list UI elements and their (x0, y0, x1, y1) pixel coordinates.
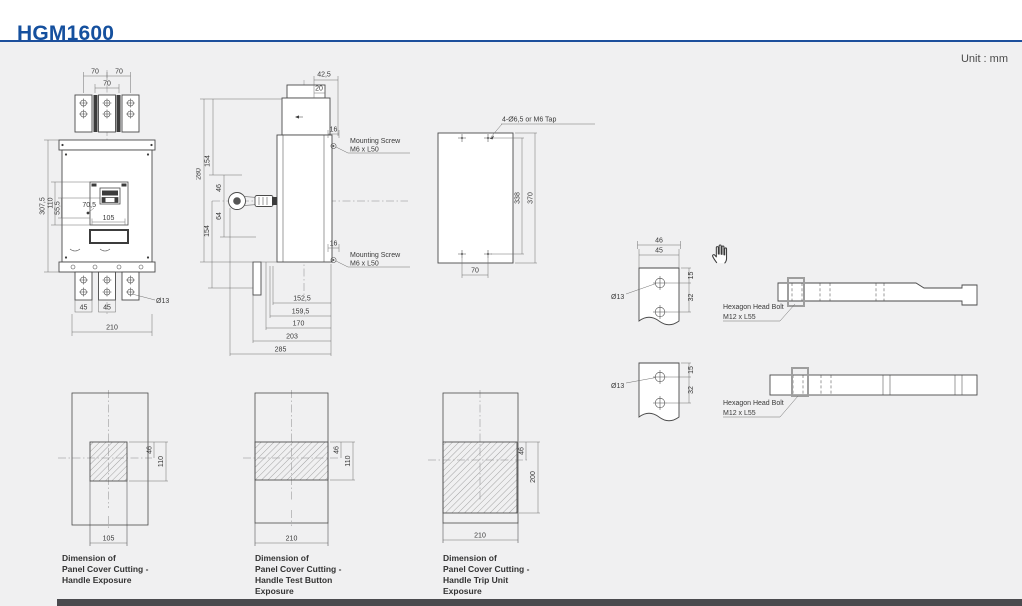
cutout-trip-unit-drawing: 46 200 210 (428, 390, 540, 543)
page-title: HGM1600 (17, 22, 115, 46)
dim-hole-offset: 15 (688, 272, 695, 280)
caption-test-button-exposure: Dimension of Panel Cover Cutting - Handl… (255, 553, 342, 596)
dim-handle-down: 64 (216, 212, 223, 220)
dim-case-width: 210 (106, 325, 118, 332)
dim-cut-height: 110 (158, 456, 165, 467)
front-body (58, 139, 156, 273)
dim-handle-center: 70,5 (82, 202, 96, 209)
dim-body-height: 280 (196, 168, 203, 180)
bottom-scrollbar[interactable] (57, 599, 1022, 606)
dim-hole-pitch: 32 (688, 386, 695, 394)
front-escutcheon (86, 181, 129, 244)
cutout-handle-drawing: 46 110 105 (58, 390, 168, 546)
dim-depth-2: 159,5 (292, 309, 310, 316)
dim-bracket-hole-dia: Ø13 (611, 294, 624, 301)
dim-cut-width: 210 (286, 536, 298, 543)
dim-cut-width: 210 (474, 533, 486, 540)
label-mounting-screw-bottom: Mounting Screw (350, 252, 401, 259)
side-view-drawing: 42,5 20 280 154 46 64 154 16 Mounting Sc… (196, 72, 410, 356)
header-divider (0, 40, 1022, 42)
side-body (252, 84, 333, 296)
dim-terminal-hole: Ø13 (156, 298, 169, 305)
dim-pole-pitch-left: 70 (91, 69, 99, 76)
dim-handle-step: 20 (315, 86, 323, 93)
dim-terminal-width-left: 45 (80, 305, 88, 312)
label-mounting-screw-bottom-spec: M6 x L50 (350, 261, 379, 268)
front-bottom-terminals (74, 271, 140, 301)
dim-center-offset: 46 (147, 446, 154, 454)
dim-escutcheon-width: 105 (103, 215, 115, 222)
caption-trip-unit-exposure: Dimension of Panel Cover Cutting - Handl… (443, 553, 530, 596)
panel-outline (437, 132, 514, 264)
dim-upper-height: 154 (205, 155, 212, 167)
dim-depth-3: 170 (293, 321, 305, 328)
dim-cut-height: 110 (345, 455, 352, 466)
dim-hole-pitch-h: 70 (471, 268, 479, 275)
label-hex-bolt-spec: M12 x L55 (723, 314, 756, 321)
bracket-bottom-dimensions (625, 362, 799, 418)
dim-cut-width: 105 (103, 536, 115, 543)
cutout-hatched-area (89, 441, 128, 482)
dim-hole-pitch: 32 (688, 294, 695, 302)
panel-hole-marks (458, 134, 492, 258)
dim-pole-pitch-center: 70 (103, 81, 111, 88)
front-top-terminals (74, 94, 140, 133)
dim-hole-offset: 15 (688, 366, 695, 374)
cutout-hatched-area (254, 441, 329, 481)
unit-label: Unit : mm (960, 53, 1008, 65)
dim-handle-offset: 55,5 (55, 201, 62, 215)
side-dimensions (200, 76, 410, 356)
dim-screw-offset-top: 16 (330, 127, 338, 134)
hex-bolt-ghost (787, 277, 805, 307)
label-tap-note: 4-Ø6,5 or M6 Tap (502, 117, 556, 124)
front-view-drawing: 70 70 70 307,5 110 55,5 70,5 105 45 45 2… (40, 69, 169, 336)
label-hex-bolt: Hexagon Head Bolt (723, 304, 784, 311)
dim-bracket-hole-dia: Ø13 (611, 383, 624, 390)
label-hex-bolt: Hexagon Head Bolt (723, 400, 784, 407)
bracket-top-bar (777, 277, 978, 307)
dim-center-offset: 46 (334, 446, 341, 454)
dim-cut-height: 200 (530, 471, 537, 483)
label-mounting-screw-top: Mounting Screw (350, 138, 401, 145)
front-dimensions (44, 72, 156, 336)
dim-bracket-width-inner: 45 (655, 248, 663, 255)
dim-escutcheon-height: 110 (48, 197, 55, 208)
bracket-bottom-drawing: 15 32 Ø13 Hexagon Head Bolt M12 x L55 (611, 362, 978, 422)
dim-terminal-width-center: 45 (103, 305, 111, 312)
dim-hole-pitch-v: 338 (515, 192, 522, 204)
label-mounting-screw-top-spec: M6 x L50 (350, 147, 379, 154)
cutout-dimensions (442, 441, 540, 543)
dim-center-offset: 46 (519, 447, 526, 455)
dim-handle-up: 46 (216, 184, 223, 192)
cursor-hand-icon (712, 244, 728, 264)
dim-depth-5: 285 (275, 347, 287, 354)
hex-bolt-ghost (791, 367, 809, 397)
panel-cover-outline (71, 392, 149, 526)
cutout-test-button-drawing: 46 110 210 (243, 390, 355, 546)
side-mounting-screws (330, 143, 337, 263)
dim-lower-height: 154 (204, 225, 211, 237)
bracket-top-drawing: 46 45 15 32 Ø13 Hexagon Head Bolt M12 x … (611, 238, 978, 326)
dim-depth-1: 152,5 (293, 296, 311, 303)
panel-drilling-drawing: 4-Ø6,5 or M6 Tap 338 370 70 (437, 117, 595, 278)
side-handle-lever (228, 192, 277, 210)
dim-bracket-width-outer: 46 (655, 238, 663, 245)
bracket-top-plate (638, 267, 680, 326)
dim-case-height: 307,5 (40, 197, 47, 215)
panel-dimensions (461, 123, 595, 278)
bracket-top-dimensions (625, 241, 796, 322)
bracket-bottom-plate (638, 362, 680, 422)
label-hex-bolt-spec: M12 x L55 (723, 410, 756, 417)
cutout-hatched-area (442, 441, 518, 514)
bracket-bottom-bar (769, 367, 978, 397)
dim-panel-height: 370 (528, 192, 535, 204)
cutout-dimensions (89, 441, 168, 546)
caption-handle-exposure: Dimension of Panel Cover Cutting - Handl… (62, 553, 149, 585)
dim-pole-pitch-right: 70 (115, 69, 123, 76)
dim-screw-offset-bottom: 16 (330, 241, 338, 248)
cutout-dimensions (254, 441, 355, 546)
dim-handle-depth: 42,5 (317, 72, 331, 79)
dim-depth-4: 203 (286, 334, 298, 341)
